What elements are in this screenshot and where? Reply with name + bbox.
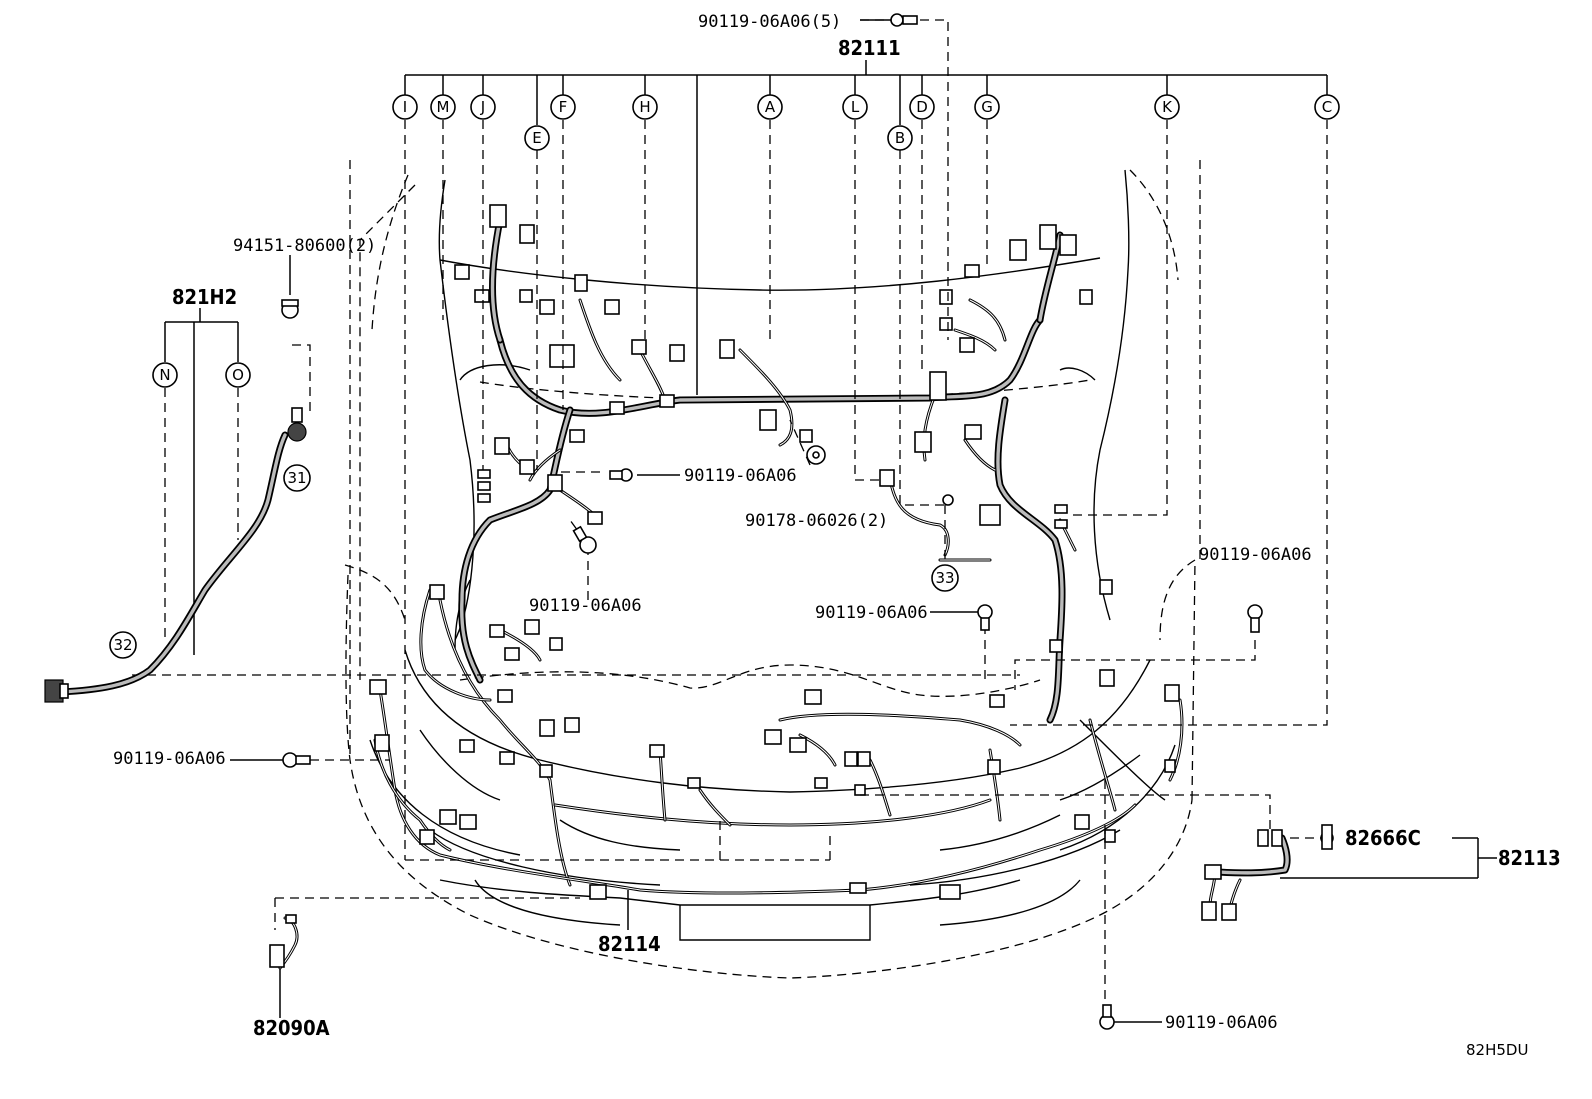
part-label-c3: 94151-80600(2) bbox=[233, 236, 376, 256]
ref-circle-33: 33 bbox=[931, 564, 959, 592]
label-circle-h: H bbox=[632, 94, 658, 120]
clip-icon bbox=[806, 445, 826, 465]
svg-text:J: J bbox=[480, 98, 485, 116]
svg-text:I: I bbox=[403, 98, 407, 116]
wire-82113 bbox=[1201, 829, 1291, 921]
svg-text:A: A bbox=[765, 98, 776, 116]
svg-text:L: L bbox=[851, 98, 860, 116]
part-label-c8: 90119-06A06 bbox=[529, 596, 642, 616]
svg-text:O: O bbox=[232, 366, 244, 384]
svg-text:31: 31 bbox=[287, 469, 306, 487]
bolt-icon bbox=[942, 494, 954, 506]
label-circle-k: K bbox=[1154, 94, 1180, 120]
part-label-c12: 82113 bbox=[1498, 846, 1561, 870]
bolt-icon bbox=[977, 604, 993, 631]
part-label-c10: 90119-06A06 bbox=[113, 749, 226, 769]
part-label-c11: 82666C bbox=[1345, 826, 1421, 850]
label-circle-f: F bbox=[550, 94, 576, 120]
label-circle-m: M bbox=[430, 94, 456, 120]
bolt-icon bbox=[1099, 1004, 1115, 1030]
grommet-icon bbox=[287, 407, 307, 442]
label-circle-j: J bbox=[470, 94, 496, 120]
bolt-icon bbox=[282, 752, 311, 768]
label-circle-a: A bbox=[757, 94, 783, 120]
svg-text:D: D bbox=[916, 98, 928, 116]
connectors bbox=[369, 204, 1180, 900]
svg-text:C: C bbox=[1322, 98, 1332, 116]
label-circle-c: C bbox=[1314, 94, 1340, 120]
part-label-c7: 90119-06A06 bbox=[1199, 545, 1312, 565]
bolt-icon bbox=[609, 468, 633, 482]
part-label-c15: 90119-06A06 bbox=[1165, 1013, 1278, 1033]
svg-text:33: 33 bbox=[935, 569, 954, 587]
engine-room-main-harness bbox=[458, 216, 1077, 724]
svg-text:K: K bbox=[1162, 98, 1173, 116]
part-label-c5: 90119-06A06 bbox=[684, 466, 797, 486]
clip-icon bbox=[1320, 824, 1334, 850]
svg-text:M: M bbox=[437, 98, 450, 116]
svg-text:N: N bbox=[159, 366, 170, 384]
label-circle-n: N bbox=[152, 362, 178, 388]
label-circle-d: D bbox=[909, 94, 935, 120]
svg-text:32: 32 bbox=[113, 636, 132, 654]
part-label-c16: 82H5DU bbox=[1466, 1041, 1528, 1059]
cable-821h2 bbox=[44, 431, 289, 703]
part-label-c13: 82114 bbox=[598, 932, 661, 956]
part-number-labels: 90119-06A06(5) 82111 94151-80600(2) 821H… bbox=[113, 12, 1561, 1059]
label-circle-l: L bbox=[842, 94, 868, 120]
bolt-icon bbox=[890, 13, 918, 27]
part-label-c1: 90119-06A06(5) bbox=[698, 12, 841, 32]
fasteners bbox=[281, 13, 1334, 1030]
index-circles: I M J E F H A L B D G K C N O 31 32 33 bbox=[109, 94, 1340, 659]
clip-icon bbox=[281, 299, 299, 319]
svg-text:H: H bbox=[639, 98, 650, 116]
ref-circle-32: 32 bbox=[109, 631, 137, 659]
part-label-c4: 821H2 bbox=[172, 285, 237, 309]
wire-82090a bbox=[269, 914, 299, 970]
label-circle-e: E bbox=[524, 125, 550, 151]
svg-text:G: G bbox=[981, 98, 993, 116]
bolt-icon bbox=[1247, 604, 1263, 633]
part-label-c2: 82111 bbox=[838, 36, 901, 60]
label-circle-o: O bbox=[225, 362, 251, 388]
part-label-c14: 82090A bbox=[253, 1016, 330, 1040]
label-circle-g: G bbox=[974, 94, 1000, 120]
part-label-c6: 90178-06026(2) bbox=[745, 511, 888, 531]
label-circle-i: I bbox=[392, 94, 418, 120]
bolt-icon bbox=[572, 525, 597, 554]
svg-text:E: E bbox=[532, 129, 541, 147]
ref-circle-31: 31 bbox=[283, 464, 311, 492]
engine-wire-lower-harness bbox=[373, 558, 1184, 895]
svg-text:F: F bbox=[559, 98, 568, 116]
vehicle-body-outline bbox=[344, 160, 1201, 979]
label-circle-b: B bbox=[887, 125, 913, 151]
part-label-c9: 90119-06A06 bbox=[815, 603, 928, 623]
svg-text:B: B bbox=[895, 129, 905, 147]
